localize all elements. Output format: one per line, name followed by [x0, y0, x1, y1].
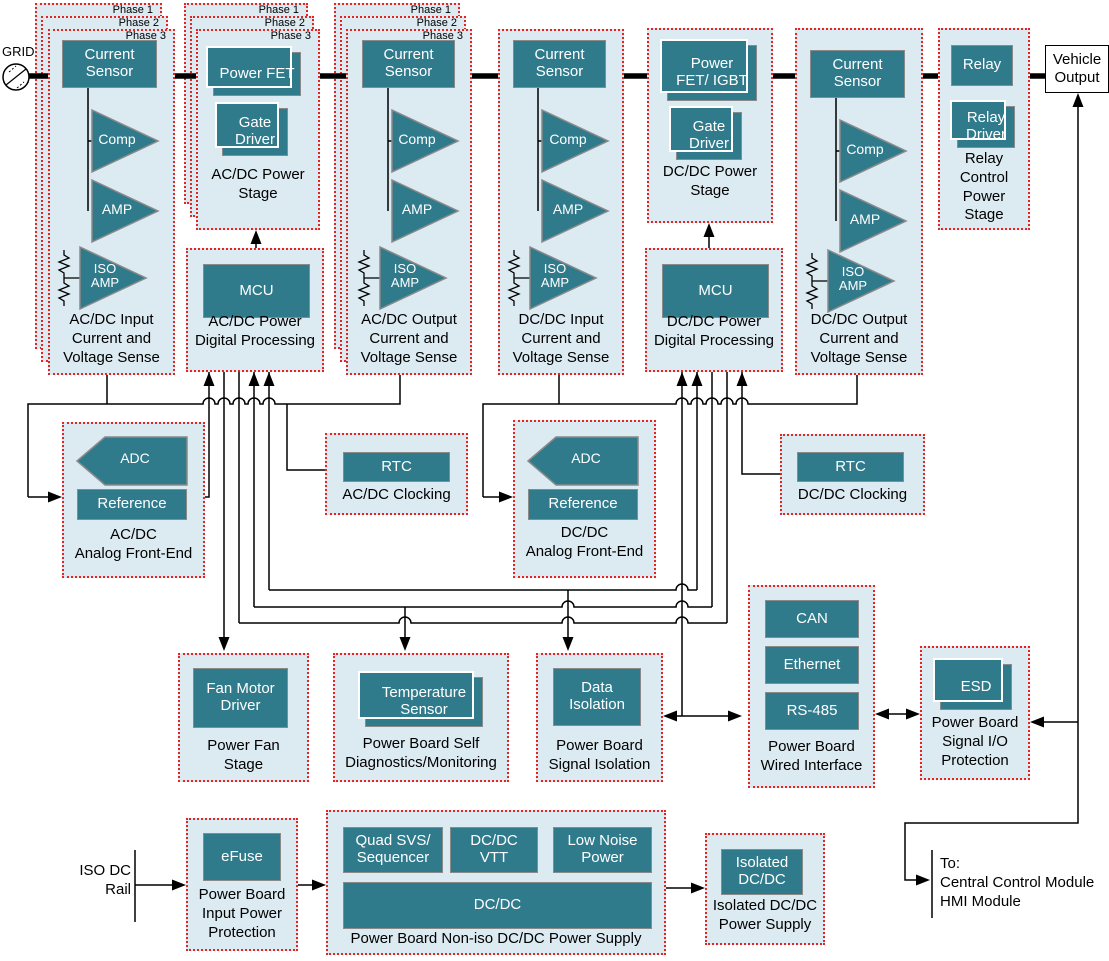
adc-label: ADC — [571, 450, 601, 466]
acdc-output-sense-caption: AC/DC Output Current and Voltage Sense — [360, 311, 458, 366]
gate-driver-block: Gate Driver — [215, 102, 288, 156]
rtc-block: RTC — [797, 452, 904, 482]
comp-label: Comp — [846, 141, 884, 157]
gate-driver-block: Gate Driver — [669, 106, 742, 160]
rtc-block: RTC — [343, 452, 450, 482]
to-modules-label: To: Central Control Module HMI Module — [940, 855, 1095, 910]
signal-isolation-caption: Power Board Signal Isolation — [548, 737, 651, 773]
comp-label: Comp — [98, 131, 136, 147]
mcu-block: MCU — [662, 264, 769, 318]
isolated-dcdc-block: Isolated DC/DC — [721, 849, 803, 895]
phase1-label: Phase 1 — [112, 4, 153, 16]
current-sensor-block: Current Sensor — [810, 50, 905, 98]
acdc-afe-caption: AC/DC Analog Front-End — [74, 526, 193, 562]
esd-block: ESD — [933, 658, 1012, 710]
dcdc-power-stage-caption: DC/DC Power Stage — [662, 163, 758, 199]
grid-label: GRID — [2, 44, 35, 59]
efuse-block: eFuse — [203, 833, 281, 881]
amp-label: AMP — [401, 201, 433, 217]
phase3-label: Phase 3 — [422, 30, 463, 42]
dcdc-vtt-block: DC/DC VTT — [450, 827, 538, 873]
power-fan-stage-caption: Power Fan Stage — [207, 737, 280, 773]
phase2-label: Phase 2 — [416, 17, 457, 29]
reference-block: Reference — [528, 489, 638, 520]
comp-label: Comp — [549, 131, 587, 147]
grid-symbol-icon — [2, 63, 30, 91]
dcdc-output-sense-caption: DC/DC Output Current and Voltage Sense — [810, 311, 908, 366]
dcdc-block: DC/DC — [343, 882, 652, 929]
acdc-input-sense-caption: AC/DC Input Current and Voltage Sense — [63, 311, 160, 366]
amp-label: AMP — [101, 201, 133, 217]
self-diagnostics-caption: Power Board Self Diagnostics/Monitoring — [345, 735, 497, 771]
dcdc-clocking-caption: DC/DC Clocking — [797, 486, 908, 503]
amp-label: AMP — [552, 201, 584, 217]
fan-motor-driver-block: Fan Motor Driver — [193, 668, 288, 728]
power-fet-block: Power FET — [206, 46, 301, 96]
dcdc-afe-caption: DC/DC Analog Front-End — [525, 524, 644, 560]
phase2-label: Phase 2 — [264, 17, 305, 29]
iso-amp-label: ISO AMP — [90, 261, 120, 291]
phase3-label: Phase 3 — [270, 30, 311, 42]
signal-io-protection-caption: Power Board Signal I/O Protection — [931, 714, 1019, 769]
relay-driver-block: Relay Driver — [950, 100, 1015, 148]
amp-label: AMP — [849, 211, 881, 227]
phase3-label: Phase 3 — [125, 30, 166, 42]
iso-dc-rail-label: ISO DC Rail — [79, 862, 131, 898]
acdc-clocking-caption: AC/DC Clocking — [342, 486, 451, 503]
reference-block: Reference — [77, 489, 187, 520]
adc-label: ADC — [120, 450, 150, 466]
acdc-digital-processing-caption: AC/DC Power Digital Processing — [194, 313, 316, 349]
comp-label: Comp — [398, 131, 436, 147]
quad-svs-sequencer-block: Quad SVS/ Sequencer — [343, 827, 443, 873]
noniso-power-supply-caption: Power Board Non-iso DC/DC Power Supply — [350, 930, 642, 947]
temperature-sensor-block: Temperature Sensor — [358, 671, 483, 727]
phase1-label: Phase 1 — [410, 4, 451, 16]
current-sensor-block: Current Sensor — [513, 40, 606, 88]
phase2-label: Phase 2 — [118, 17, 159, 29]
mcu-block: MCU — [203, 264, 310, 318]
relay-block: Relay — [951, 45, 1013, 86]
data-isolation-block: Data Isolation — [553, 668, 641, 726]
iso-amp-label: ISO AMP — [390, 261, 420, 291]
dcdc-input-sense-caption: DC/DC Input Current and Voltage Sense — [512, 311, 610, 366]
ethernet-block: Ethernet — [765, 646, 859, 684]
acdc-power-stage-caption: AC/DC Power Stage — [211, 166, 305, 202]
iso-amp-label: ISO AMP — [540, 261, 570, 291]
rs485-block: RS-485 — [765, 692, 859, 730]
phase1-label: Phase 1 — [258, 4, 299, 16]
can-block: CAN — [765, 600, 859, 638]
isolated-power-supply-caption: Isolated DC/DC Power Supply — [712, 897, 818, 933]
current-sensor-block: Current Sensor — [362, 40, 455, 88]
current-sensor-block: Current Sensor — [62, 40, 157, 88]
power-fet-igbt-block: Power FET/ IGBT — [660, 39, 757, 101]
iso-amp-label: ISO AMP — [838, 264, 868, 294]
wired-interface-caption: Power Board Wired Interface — [760, 738, 863, 774]
low-noise-power-block: Low Noise Power — [553, 827, 652, 873]
relay-control-caption: Relay Control Power Stage — [959, 150, 1009, 224]
input-power-protection-caption: Power Board Input Power Protection — [198, 886, 286, 941]
vehicle-output-box: Vehicle Output — [1045, 45, 1109, 93]
dcdc-digital-processing-caption: DC/DC Power Digital Processing — [653, 313, 775, 349]
